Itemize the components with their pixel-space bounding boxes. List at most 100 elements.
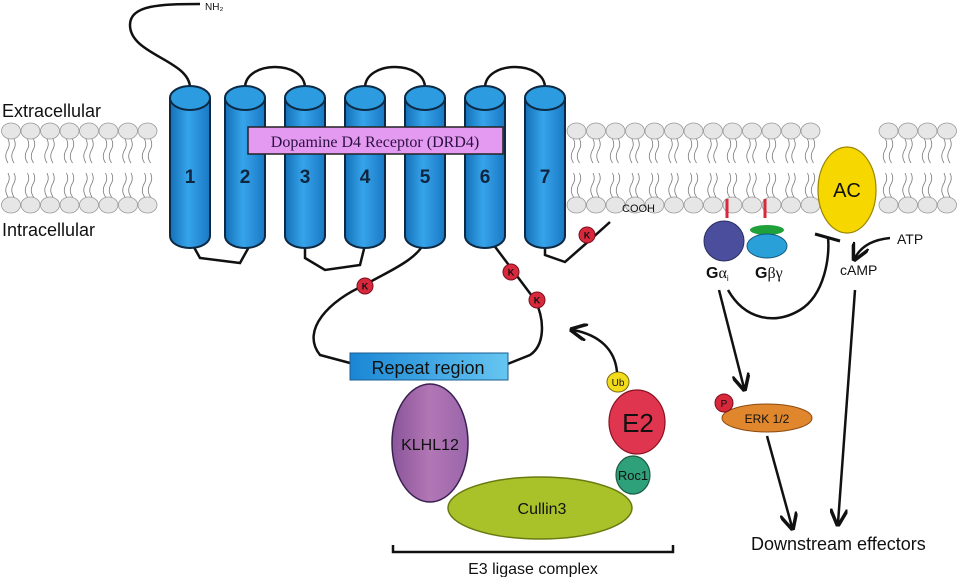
lipid-tail (732, 138, 738, 164)
intracellular-loop-3a (312, 239, 427, 365)
lysine-k4: K (578, 226, 596, 244)
lipid-bilayer (1, 122, 957, 214)
lipid-tail (83, 138, 88, 164)
lipid-head (79, 122, 99, 140)
erk-protein (721, 403, 813, 433)
lipid-head (703, 196, 723, 214)
lipid-tail (83, 172, 88, 198)
lipid-tail (713, 172, 718, 198)
g-gamma-subunit (750, 225, 784, 235)
lipid-tail (570, 138, 576, 164)
lipid-tail (654, 138, 660, 164)
lipid-tail (596, 172, 601, 198)
ubiquitin-transfer-arrow (573, 330, 619, 373)
lipid-head (937, 196, 957, 214)
lipid-tail (141, 138, 147, 164)
lipid-head (605, 196, 626, 214)
lipid-tail (122, 172, 127, 198)
lipid-tail (50, 172, 55, 198)
lipid-tail (654, 172, 660, 198)
lipid-tail (5, 172, 10, 198)
lipid-head (118, 122, 138, 140)
lipid-head (625, 122, 645, 140)
extracellular-loop-2 (363, 65, 427, 89)
lipid-head (664, 122, 684, 140)
lysine-k3: K (528, 291, 546, 309)
svg-text:K: K (534, 296, 541, 306)
lipid-tail (810, 172, 816, 198)
lipid-tail (609, 172, 615, 198)
lipid-tail (947, 138, 952, 164)
lipid-tail (24, 172, 30, 198)
repeat-region-box (349, 352, 509, 381)
erk-label: ERK 1/2 (745, 412, 790, 426)
svg-text:K: K (362, 282, 369, 292)
helix-number: 3 (300, 167, 311, 188)
lipid-head (1, 122, 21, 140)
lipid-head (625, 196, 645, 214)
lipid-tail (108, 172, 114, 198)
lipid-tail (596, 138, 601, 164)
lipid-tail (927, 138, 933, 164)
lipid-tail (908, 138, 913, 164)
lipid-head (917, 196, 938, 214)
lipid-tail (44, 172, 49, 198)
g-betagamma-label: Gβγ (755, 265, 783, 282)
lipid-tail (791, 138, 796, 164)
helix-7: 7 (524, 85, 566, 249)
lipid-tail (69, 172, 75, 198)
lipid-head (761, 196, 782, 214)
lipid-tail (732, 172, 738, 198)
lipid-tail (570, 172, 576, 198)
lipid-tail (908, 172, 913, 198)
lipid-tail (5, 138, 10, 164)
lipid-tail (810, 138, 816, 164)
lipid-head (742, 196, 762, 214)
lipid-tail (89, 172, 94, 198)
receptor-title: Dopamine D4 Receptor (DRD4) (271, 134, 479, 151)
lipid-head (917, 122, 938, 140)
galpha-to-erk-arrow (717, 289, 744, 388)
lipid-head (566, 122, 587, 140)
lipid-head (781, 122, 801, 140)
phosphate-label: P (721, 399, 728, 410)
lipid-head (800, 196, 821, 214)
lipid-tail (128, 138, 133, 164)
extracellular-label: Extracellular (2, 101, 101, 121)
lipid-head (98, 122, 119, 140)
c-terminus-label: COOH (622, 203, 655, 215)
lipid-head (644, 196, 665, 214)
lipid-head (118, 196, 138, 214)
lipid-head (722, 122, 743, 140)
helix-number: 5 (420, 167, 431, 188)
lipid-head (137, 196, 158, 214)
lipid-head (761, 122, 782, 140)
lipid-head (40, 196, 60, 214)
lipid-tail (69, 138, 75, 164)
lipid-tail (122, 138, 127, 164)
c-terminal-tail (543, 221, 611, 264)
downstream-effectors-label: Downstream effectors (751, 534, 926, 554)
lipid-tail (89, 138, 94, 164)
lipid-tail (576, 138, 582, 164)
lipid-head (566, 196, 587, 214)
lipid-tail (693, 138, 699, 164)
lipid-head (98, 196, 119, 214)
lipid-head (742, 122, 762, 140)
lipid-tail (24, 138, 30, 164)
lipid-head (59, 196, 80, 214)
lipid-tail (804, 172, 810, 198)
g-alpha-subunit (703, 220, 745, 262)
helix-number: 7 (540, 167, 551, 188)
receptor-title-box (247, 126, 504, 155)
helix-4: 4 (344, 85, 386, 249)
intracellular-loop-2 (303, 240, 367, 272)
lipid-tail (648, 138, 654, 164)
lipid-tail (668, 172, 673, 198)
lipid-tail (11, 172, 16, 198)
lipid-tail (629, 138, 634, 164)
lipid-tail (30, 172, 36, 198)
lipid-tail (771, 172, 777, 198)
